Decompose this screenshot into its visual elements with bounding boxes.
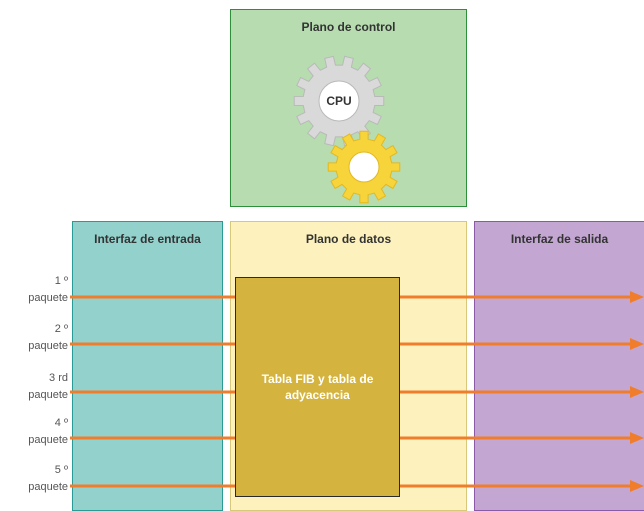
- packet-ordinal: 1 º: [54, 275, 68, 287]
- output-interface-panel: Interfaz de salida: [474, 221, 644, 511]
- packet-label: 5 º paquete: [0, 462, 68, 496]
- output-interface-title: Interfaz de salida: [510, 232, 609, 246]
- packet-ordinal: 3 rd: [49, 372, 68, 384]
- packet-word: paquete: [28, 340, 68, 352]
- gear-hub: [318, 80, 360, 122]
- small-gear-icon: [327, 130, 401, 204]
- packet-ordinal: 4 º: [54, 417, 68, 429]
- gears-illustration: CPU: [293, 55, 401, 204]
- packet-word: paquete: [28, 389, 68, 401]
- packet-ordinal: 2 º: [54, 323, 68, 335]
- packet-ordinal: 5 º: [54, 464, 68, 476]
- packet-word: paquete: [28, 292, 68, 304]
- input-interface-title: Interfaz de entrada: [94, 232, 201, 246]
- cpu-label: CPU: [326, 94, 351, 108]
- input-interface-panel: Interfaz de entrada: [72, 221, 223, 511]
- packet-word: paquete: [28, 434, 68, 446]
- packet-label: 4 º paquete: [0, 415, 68, 449]
- data-plane-title: Plano de datos: [305, 232, 392, 246]
- packet-label: 3 rd paquete: [0, 370, 68, 404]
- control-plane-title: Plano de control: [301, 20, 396, 34]
- cpu-gear-icon: [293, 55, 385, 147]
- packet-label: 2 º paquete: [0, 321, 68, 355]
- gear-hub: [348, 151, 380, 183]
- fib-adjacency-table: Tabla FIB y tabla de adyacencia: [235, 277, 400, 497]
- fib-table-label: Tabla FIB y tabla de adyacencia: [261, 372, 374, 402]
- packet-word: paquete: [28, 481, 68, 493]
- packet-label: 1 º paquete: [0, 273, 68, 307]
